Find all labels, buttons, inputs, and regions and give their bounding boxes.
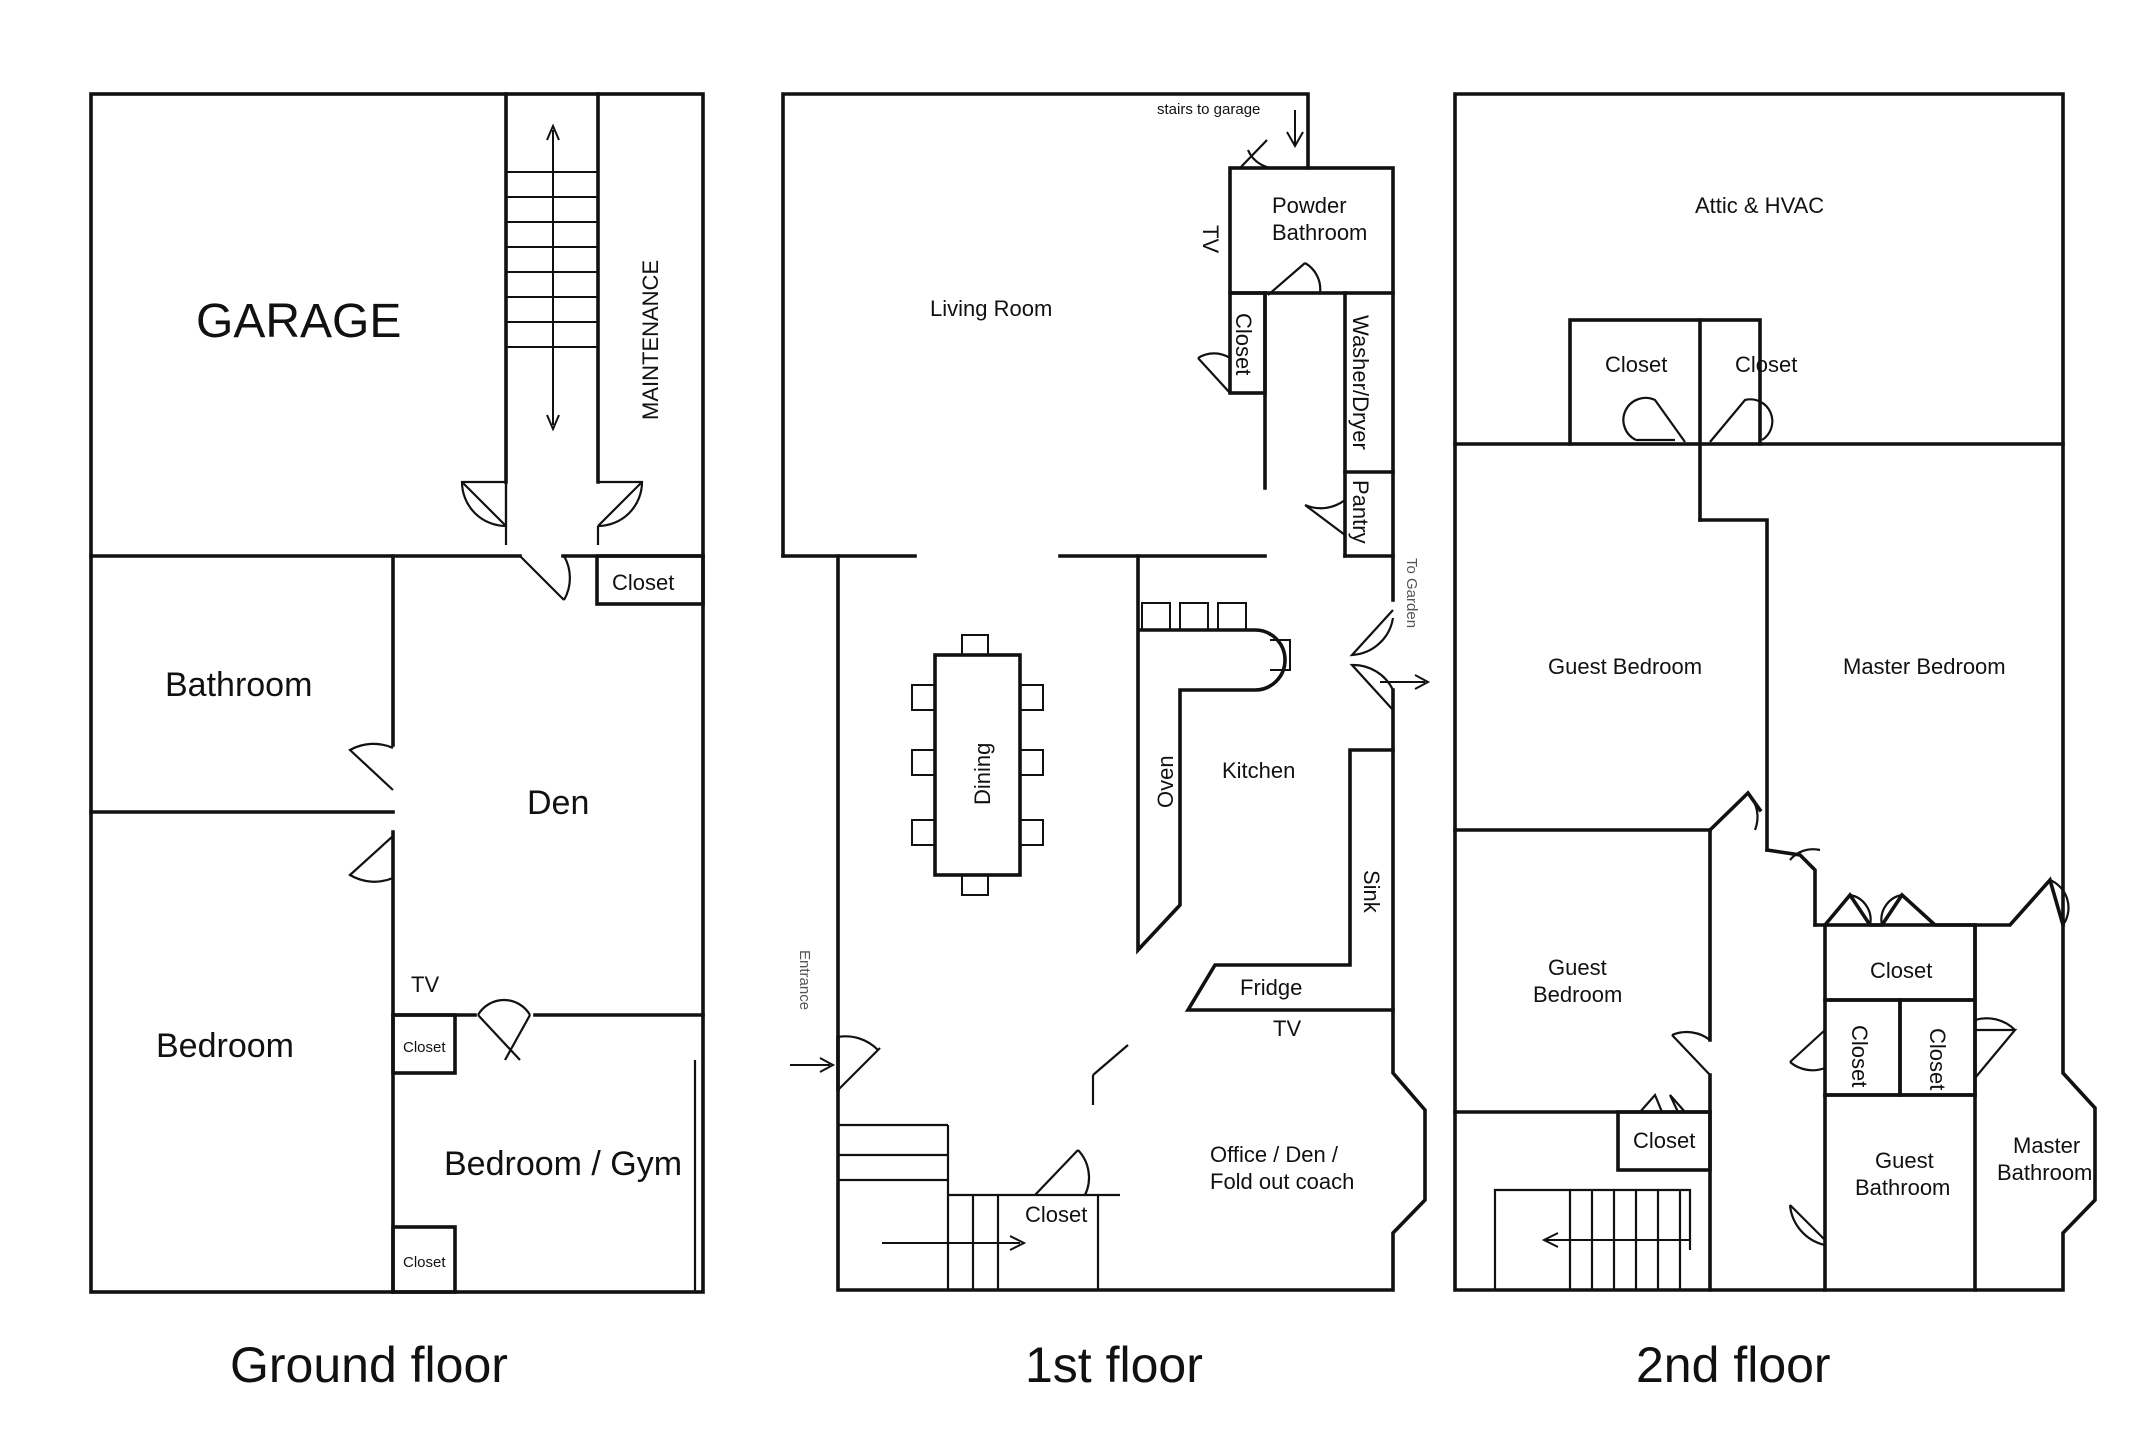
second-floor-title: 2nd floor (1636, 1337, 1831, 1393)
guest-bathroom-label: Guest (1875, 1148, 1934, 1173)
stairs-to-garage-label: stairs to garage (1157, 101, 1260, 118)
bedroom-gym-label: Bedroom / Gym (444, 1145, 682, 1183)
second-closet-left-label: Closet (1605, 352, 1667, 377)
washer-dryer-label: Washer/Dryer (1348, 315, 1373, 450)
powder-label: Powder (1272, 193, 1347, 218)
pantry-label: Pantry (1348, 480, 1373, 544)
door-swing (460, 480, 508, 528)
second-closet-lower-label: Closet (1633, 1128, 1695, 1153)
dining-table (933, 653, 1022, 877)
guest-bedroom-2-label-b: Bedroom (1533, 982, 1622, 1007)
second-closet-mid-label: Closet (1870, 958, 1932, 983)
dining-chairs (911, 634, 1044, 896)
bedroom-label: Bedroom (156, 1027, 294, 1065)
ground-stairs (506, 123, 598, 432)
maintenance-label: MAINTENANCE (638, 260, 663, 420)
guest-bedroom-label: Guest Bedroom (1548, 654, 1702, 679)
first-closet-label: Closet (1231, 313, 1256, 375)
sink-label: Sink (1359, 870, 1384, 914)
master-bathroom-label-b: Bathroom (1997, 1160, 2092, 1185)
ground-closet-label: Closet (612, 570, 674, 595)
entrance-label: Entrance (796, 950, 813, 1010)
bathroom-label: Bathroom (165, 666, 312, 704)
dining-label: Dining (970, 743, 995, 805)
guest-bathroom-label-b: Bathroom (1855, 1175, 1950, 1200)
kitchen-tv-label: TV (1273, 1016, 1301, 1041)
kitchen-label: Kitchen (1222, 758, 1295, 783)
ground-floor-plan (89, 92, 705, 1294)
den-label: Den (527, 784, 589, 822)
bar-stools (1141, 602, 1291, 671)
second-closet-v2-label: Closet (1925, 1028, 1950, 1090)
oven-label: Oven (1153, 755, 1178, 808)
living-tv-label: TV (1198, 225, 1223, 253)
office-label-2: Fold out coach (1210, 1169, 1354, 1194)
garage-label: GARAGE (196, 295, 401, 348)
second-closet-v1-label: Closet (1847, 1025, 1872, 1087)
first-floor-title: 1st floor (1025, 1337, 1203, 1393)
attic-label: Attic & HVAC (1695, 193, 1824, 218)
office-label: Office / Den / (1210, 1142, 1339, 1167)
first-closet-bottom-label: Closet (1025, 1202, 1087, 1227)
second-floor-plan (1453, 92, 2097, 1292)
master-bathroom-label: Master (2013, 1133, 2080, 1158)
ground-tv-label: TV (411, 972, 439, 997)
fridge-label: Fridge (1240, 975, 1302, 1000)
first-floor-plan (781, 92, 1431, 1292)
living-room-label: Living Room (930, 296, 1052, 321)
to-garden-label: To Garden (1403, 558, 1420, 628)
powder-bathroom-label: Bathroom (1272, 220, 1367, 245)
ground-closet-small-label: Closet (403, 1039, 446, 1056)
ground-floor-title: Ground floor (230, 1337, 508, 1393)
guest-bedroom-2-label: Guest (1548, 955, 1607, 980)
master-bedroom-label: Master Bedroom (1843, 654, 2006, 679)
second-closet-right-label: Closet (1735, 352, 1797, 377)
second-stairs (1493, 1188, 1692, 1290)
first-stairs (838, 1123, 1120, 1290)
ground-closet-small-label-2: Closet (403, 1254, 446, 1271)
